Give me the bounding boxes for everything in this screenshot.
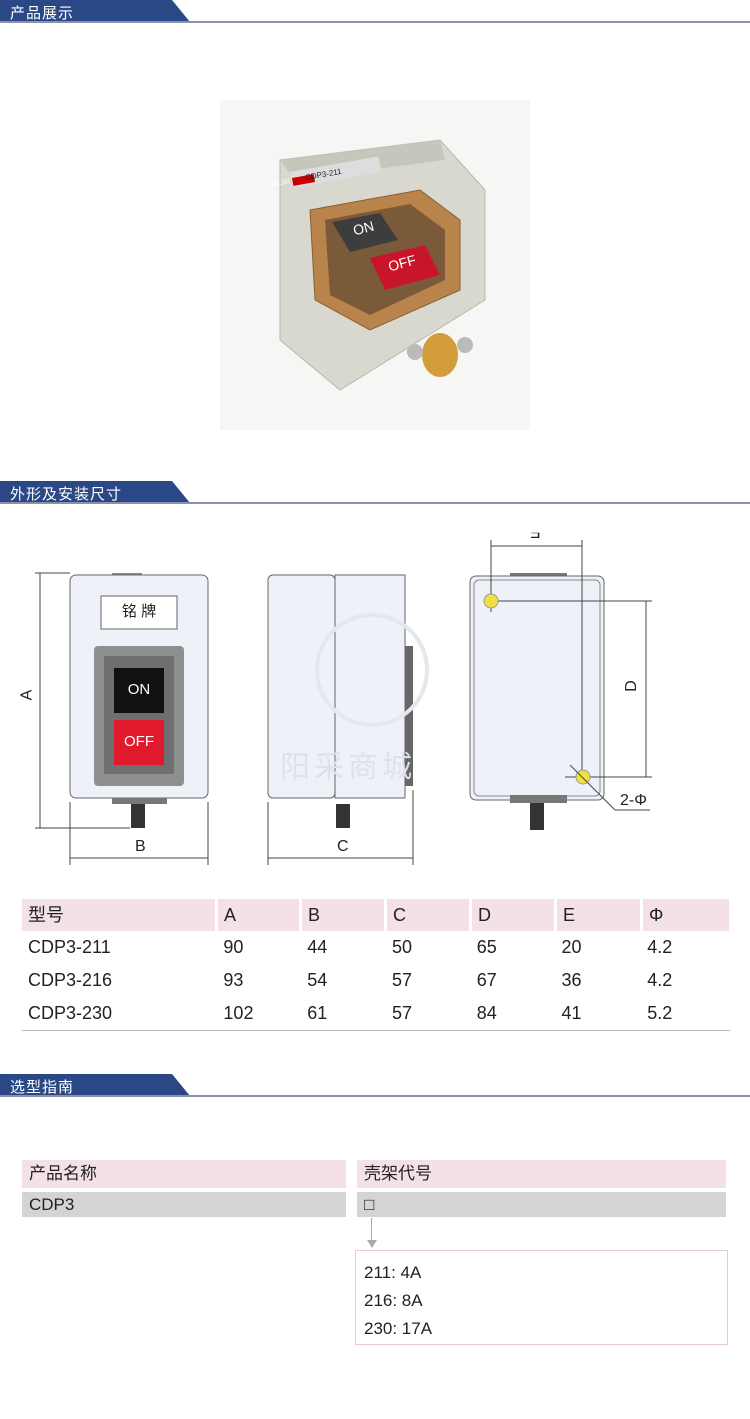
dim-d-label: D	[622, 680, 640, 692]
table-header-row: 型号 A B C D E Φ	[22, 898, 730, 931]
arrow-down-icon	[371, 1218, 372, 1242]
option-230: 230: 17A	[364, 1319, 433, 1338]
cell: 84	[476, 1003, 497, 1023]
cell: CDP3-216	[28, 970, 113, 990]
cell: 50	[391, 937, 412, 957]
frame-code-value: □	[357, 1192, 726, 1217]
nameplate-label: 铭 牌	[121, 603, 157, 620]
header-cell: C	[387, 898, 469, 931]
frame-code-options: 211: 4A 216: 8A 230: 17A	[355, 1250, 728, 1345]
section-title: 选型指南	[10, 1078, 75, 1096]
section-title: 产品展示	[10, 4, 75, 22]
cell: 4.2	[647, 937, 673, 957]
cell: 20	[561, 937, 582, 957]
section-title: 外形及安装尺寸	[10, 485, 123, 503]
cell: 57	[391, 970, 412, 990]
cell: 54	[307, 970, 328, 990]
cell: 41	[561, 1003, 582, 1023]
product-name-value: CDP3	[22, 1192, 346, 1217]
table-row: CDP3-216 93 54 57 67 36 4.2	[22, 964, 730, 997]
hole-diameter-label: 2-Φ	[620, 792, 647, 809]
header-cell: D	[472, 898, 554, 931]
cell: 93	[223, 970, 244, 990]
cell: 102	[223, 1003, 254, 1023]
header-cell: A	[218, 898, 299, 931]
header-cell: B	[302, 898, 384, 931]
cell: 57	[391, 1003, 412, 1023]
cell: CDP3-230	[28, 1003, 113, 1023]
table-divider	[22, 1030, 730, 1031]
section-header-selection: 选型指南	[0, 1074, 750, 1098]
dim-a-label: A	[18, 689, 36, 701]
dim-b-label: B	[135, 838, 146, 855]
cell: 4.2	[647, 970, 673, 990]
cell: 5.2	[647, 1003, 673, 1023]
cell: 90	[223, 937, 244, 957]
dimension-table: 型号 A B C D E Φ CDP3-211 90 44 50 65 20 4.2 CDP…	[22, 898, 730, 1031]
option-216: 216: 8A	[364, 1291, 423, 1310]
watermark-text: 阳采商城	[280, 751, 416, 784]
off-label: OFF	[124, 733, 154, 750]
option-211: 211: 4A	[364, 1263, 422, 1282]
cell: 44	[307, 937, 328, 957]
cell: 67	[476, 970, 497, 990]
section-header-product: 产品展示	[0, 0, 750, 24]
cell: 65	[476, 937, 497, 957]
product-name-label: 产品名称	[22, 1160, 346, 1188]
cell: 61	[307, 1003, 328, 1023]
header-cell: E	[557, 898, 640, 931]
table-row: CDP3-211 90 44 50 65 20 4.2	[22, 931, 730, 964]
product-photo: DELIXI CDP3-211 ON OFF	[220, 100, 530, 430]
dimension-diagram: 铭 牌 ON OFF A B C D E 2-Φ 阳采商城	[0, 530, 750, 870]
arrow-head-icon	[367, 1240, 377, 1248]
cell: CDP3-211	[28, 937, 111, 957]
frame-code-label: 壳架代号	[357, 1160, 726, 1188]
section-header-dimensions: 外形及安装尺寸	[0, 481, 750, 505]
cell: 36	[561, 970, 582, 990]
table-row: CDP3-230 102 61 57 84 41 5.2	[22, 997, 730, 1030]
dim-c-label: C	[337, 838, 349, 855]
header-cell: Φ	[643, 898, 729, 931]
on-label: ON	[127, 681, 151, 698]
header-cell: 型号	[22, 898, 215, 931]
